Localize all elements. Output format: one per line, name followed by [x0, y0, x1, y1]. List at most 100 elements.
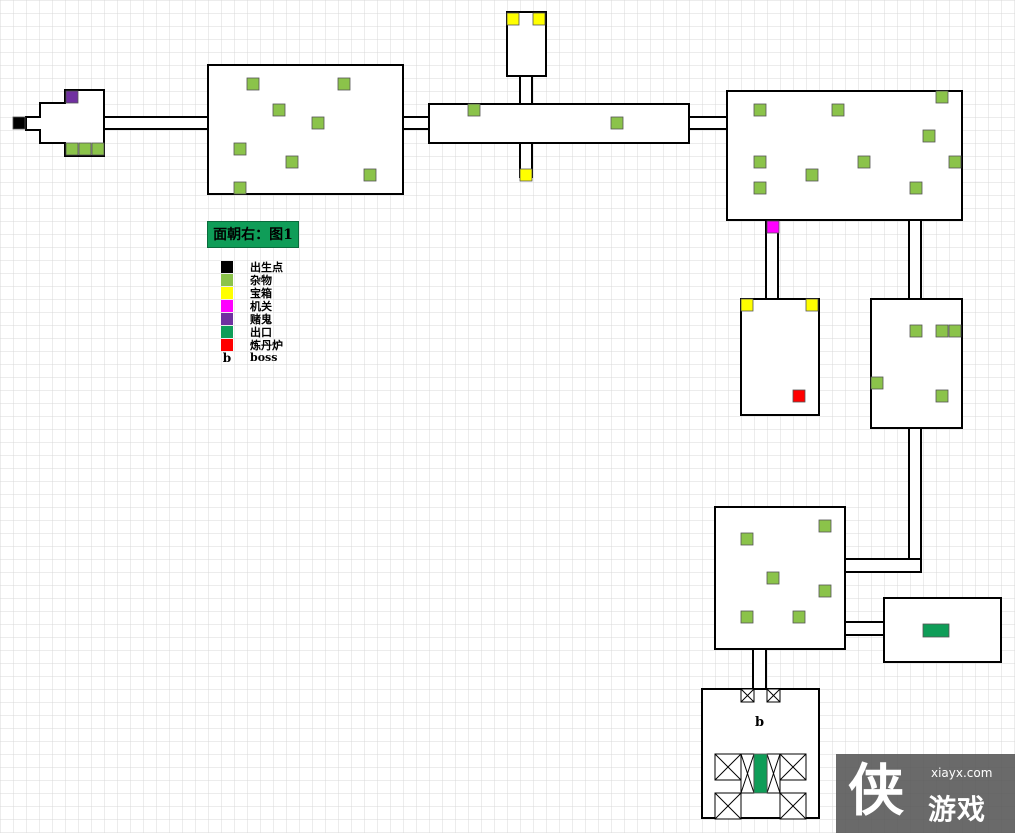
marker-item [610, 116, 624, 130]
marker-item [467, 103, 481, 117]
marker-item [285, 155, 299, 169]
legend-swatch [221, 260, 233, 273]
marker-item [233, 142, 247, 156]
crate-obstacle [714, 792, 742, 820]
crate-obstacle [779, 753, 807, 781]
marker-item [935, 389, 949, 403]
corridor [752, 647, 767, 691]
legend-item-switch: 机关 [221, 299, 341, 313]
legend-label: 出口 [250, 325, 272, 339]
legend-label: 出生点 [250, 260, 283, 274]
marker-furnace [792, 389, 806, 403]
marker-chest [506, 12, 520, 26]
marker-chest [805, 298, 819, 312]
room-c [870, 298, 963, 429]
marker-item [753, 181, 767, 195]
marker-item [78, 142, 92, 156]
marker-item [870, 376, 884, 390]
legend-title: 面朝右：图1 [207, 221, 299, 248]
corridor [687, 116, 731, 130]
corridor [102, 116, 210, 130]
crate-obstacle [766, 688, 781, 703]
marker-item [818, 584, 832, 598]
corridor [908, 218, 922, 302]
marker-item [948, 324, 962, 338]
legend-label: 炼丹炉 [250, 338, 283, 352]
watermark-glyph: 侠 [848, 758, 904, 824]
room-markers [12, 12, 962, 820]
legend-swatch [221, 299, 233, 312]
crate-obstacle [740, 753, 755, 794]
marker-spawn [12, 116, 26, 130]
corridor [401, 116, 431, 130]
watermark-logo: 侠 xiayx.com 游戏 [836, 754, 1015, 833]
marker-item [935, 90, 949, 104]
legend-swatch [221, 312, 233, 325]
spawn-room [25, 89, 105, 157]
marker-switch [766, 220, 780, 234]
corridor [842, 621, 888, 636]
boss-marker: b [755, 715, 765, 730]
marker-chest [519, 168, 533, 182]
marker-item [753, 155, 767, 169]
marker-item [948, 155, 962, 169]
marker-item [246, 77, 260, 91]
marker-item [740, 610, 754, 624]
legend-label: boss [250, 351, 278, 364]
marker-item [272, 103, 286, 117]
marker-item [792, 610, 806, 624]
marker-item [311, 116, 325, 130]
marker-item [818, 519, 832, 533]
marker-item [740, 532, 754, 546]
marker-item [805, 168, 819, 182]
legend-label: 赌鬼 [250, 312, 272, 326]
watermark-text: 游戏 [928, 793, 987, 826]
marker-item [909, 181, 923, 195]
legend-swatch [221, 286, 233, 299]
marker-exit [753, 753, 768, 794]
marker-exit [922, 623, 950, 638]
crate-obstacle [766, 753, 781, 794]
legend-item-furnace: 炼丹炉 [221, 338, 341, 352]
marker-item [935, 324, 949, 338]
marker-item [233, 181, 247, 195]
marker-item [91, 142, 105, 156]
marker-item [363, 168, 377, 182]
legend-label: 宝箱 [250, 286, 272, 300]
legend-label: 杂物 [250, 273, 272, 287]
marker-item [922, 129, 936, 143]
crate-obstacle [740, 688, 755, 703]
legend-label: 机关 [250, 299, 272, 313]
legend-item-ghost: 赌鬼 [221, 312, 341, 326]
marker-item [753, 103, 767, 117]
corridor [519, 75, 533, 107]
corridor [908, 425, 922, 573]
marker-item [909, 324, 923, 338]
marker-item [65, 142, 79, 156]
marker-item [857, 155, 871, 169]
legend-item-chest: 宝箱 [221, 286, 341, 300]
legend-item-spawn: 出生点 [221, 260, 341, 274]
marker-item [831, 103, 845, 117]
legend-swatch [221, 338, 233, 351]
crate-obstacle [714, 753, 742, 781]
north-alcove [506, 11, 547, 77]
marker-ghost [65, 90, 79, 104]
legend-swatch [221, 325, 233, 338]
crate-obstacle [779, 792, 807, 820]
legend-item-boss: b boss [221, 351, 341, 364]
corridor [844, 558, 922, 573]
furnace-room [740, 298, 820, 416]
marker-item [337, 77, 351, 91]
legend: 出生点杂物宝箱机关赌鬼出口炼丹炉 b boss [221, 260, 341, 364]
legend-item-item: 杂物 [221, 273, 341, 287]
marker-item [766, 571, 780, 585]
watermark-site: xiayx.com [931, 766, 993, 780]
legend-symbol: b [222, 350, 232, 365]
marker-chest [740, 298, 754, 312]
legend-swatch [221, 273, 233, 286]
legend-item-exit: 出口 [221, 325, 341, 339]
marker-chest [532, 12, 546, 26]
